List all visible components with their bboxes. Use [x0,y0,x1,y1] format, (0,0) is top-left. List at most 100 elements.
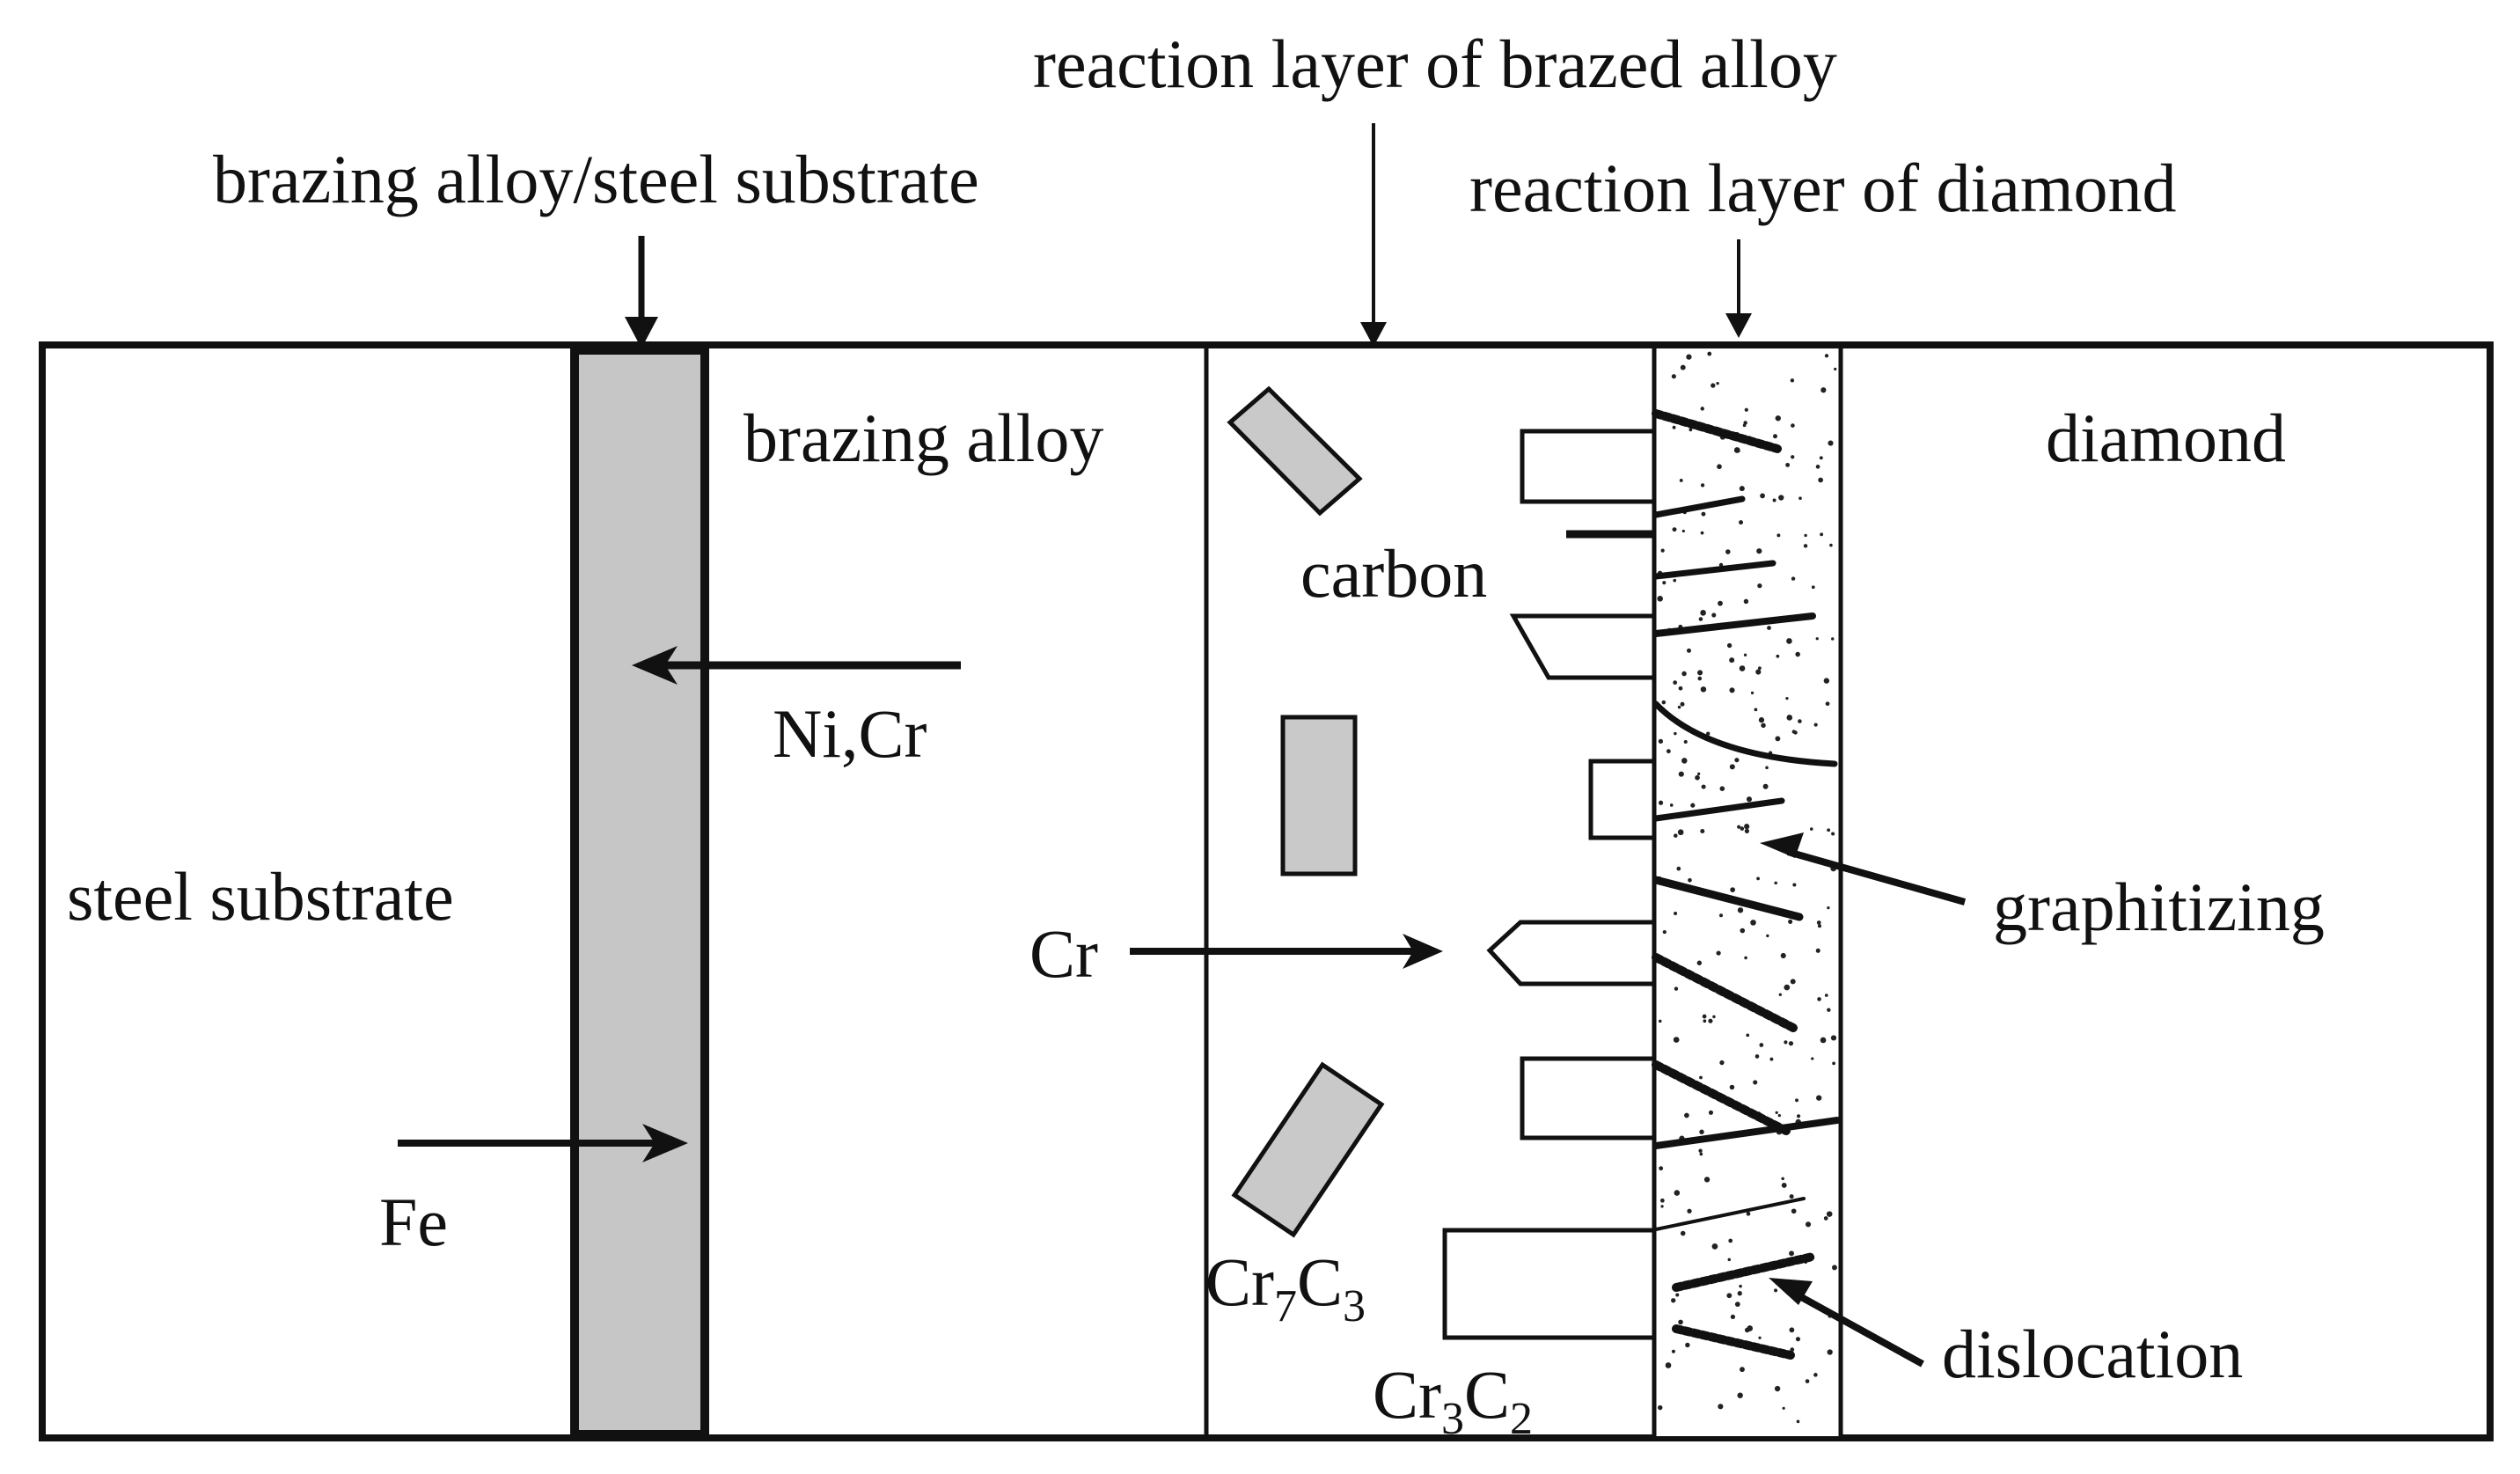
carbide-particle-middle [1280,715,1358,876]
speckle-dot [1719,1060,1725,1066]
speckle-dot [1824,994,1828,997]
speckle-dot [1823,678,1830,684]
speckle-dot [1695,774,1700,781]
speckle-dot [1737,907,1744,913]
speckle-dots [1657,351,1837,1424]
speckle-dot [1772,498,1776,502]
speckle-dot [1750,691,1754,695]
speckle-dot [1790,979,1796,985]
speckle-dot [1746,1211,1751,1216]
label-arrow-brazing-interface [625,236,658,348]
speckle-dot [1778,993,1783,996]
speckle-dot [1688,877,1692,883]
speckle-dot [1774,1288,1778,1293]
speckle-dot [1681,529,1685,533]
label-ni-cr: Ni,Cr [773,695,927,772]
speckle-dot [1681,671,1687,677]
speckle-dot [1701,784,1706,789]
speckle-dot [1725,549,1731,554]
speckle-dot [1674,731,1677,736]
speckle-dot [1795,651,1800,657]
speckle-dot [1700,686,1707,693]
label-graphitizing: graphitizing [1993,869,2325,945]
speckle-dot [1702,1014,1707,1019]
speckle-dot [1718,1404,1724,1410]
speckle-dot [1669,803,1674,807]
speckle-dot [1674,986,1679,991]
speckle-dot [1711,1243,1718,1250]
speckle-dot [1755,669,1762,675]
speckle-dot [1690,803,1696,808]
speckle-dot [1820,532,1824,537]
speckle-dot [1679,479,1683,482]
speckle-dot [1774,881,1777,885]
speckle-dot [1672,425,1676,429]
speckle-dot [1671,1298,1676,1303]
speckle-dot [1659,1198,1665,1203]
speckle-dot [1727,1258,1732,1262]
speckle-dot [1786,715,1793,721]
interface-carbide-outlines [1442,429,1652,1340]
speckle-dot [1700,828,1705,834]
speckle-dot [1810,827,1813,831]
speckle-dot [1831,637,1835,641]
speckle-dot [1701,511,1706,517]
speckle-dot [1719,786,1725,791]
speckle-dot [1700,483,1705,488]
label-carbon: carbon [1300,535,1488,612]
speckle-dot [1778,495,1784,501]
speckle-dot [1696,960,1703,965]
reaction-layer-lines [1652,409,1841,1360]
speckle-dot [1673,578,1677,583]
speckle-dot [1744,824,1750,830]
speckle-dot [1790,378,1795,383]
speckle-dot [1712,1015,1716,1019]
dislocation-pointer-arrow [1769,1278,1924,1368]
speckle-dot [1700,531,1704,535]
speckle-dot [1662,581,1667,585]
speckle-dot [1708,1110,1714,1115]
speckle-dot [1760,493,1765,499]
speckle-dot [1740,1367,1745,1373]
speckle-dot [1716,950,1721,956]
carbide-particle-top [1227,385,1363,517]
speckle-dot [1784,1040,1788,1045]
speckle-dot [1803,544,1808,548]
speckle-dot [1816,920,1821,925]
speckle-dot [1703,1177,1711,1183]
speckle-dot [1767,626,1771,630]
speckle-dot [1815,948,1820,953]
speckle-dot [1758,717,1765,723]
speckle-dot [1681,758,1688,764]
speckle-dot [1813,1373,1818,1377]
speckle-dot [1742,423,1747,428]
speckle-dot [1825,701,1830,707]
speckle-dot [1792,883,1797,887]
speckle-dot [1726,642,1732,649]
speckle-dot [1707,351,1712,356]
speckle-dot [1784,984,1791,991]
speckle-dot [1817,924,1822,928]
speckle-dot [1737,1291,1742,1296]
speckle-dot [1796,1114,1801,1118]
speckle-dot [1671,1349,1675,1353]
speckle-dot [1766,934,1769,938]
speckle-dot [1698,617,1703,621]
speckle-dot [1660,548,1665,553]
speckle-dot [1680,1230,1686,1236]
speckle-dot [1813,722,1818,727]
speckle-dot [1708,1018,1713,1023]
label-diamond: diamond [2046,400,2286,476]
speckle-dot [1680,701,1685,707]
speckle-dot [1746,1033,1750,1038]
speckle-dot [1781,1183,1787,1188]
speckle-dot [1699,1152,1703,1156]
speckle-dot [1680,364,1686,370]
speckle-dot [1678,1319,1683,1325]
speckle-dot [1796,1419,1800,1424]
speckle-dot [1832,1265,1837,1271]
speckle-dot [1689,428,1693,432]
speckle-dot [1673,1037,1680,1043]
speckle-dot [1785,462,1791,467]
speckle-dot [1658,800,1664,805]
